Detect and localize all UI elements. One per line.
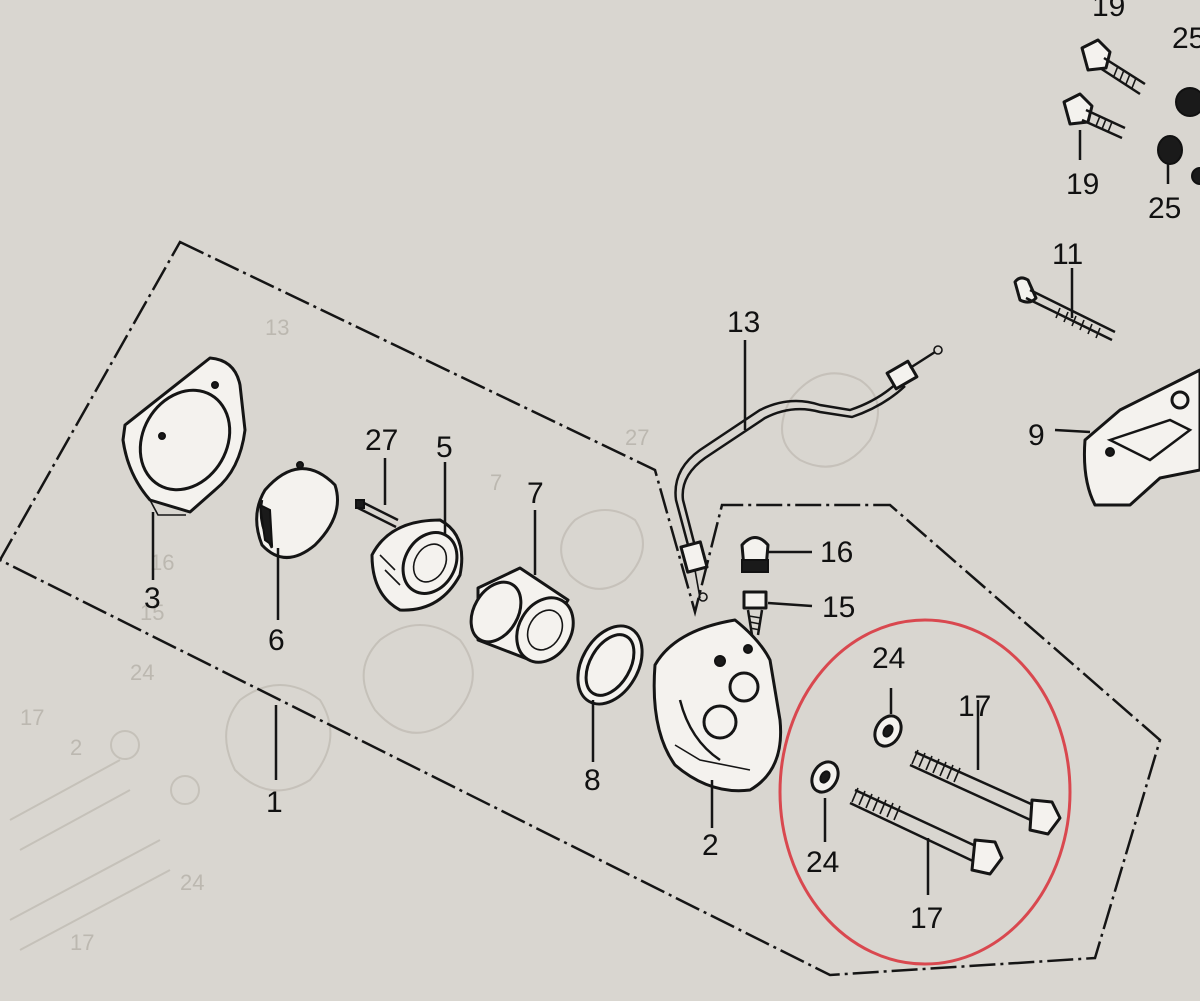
label-17-lower: 17: [910, 902, 943, 935]
part-6-pad: [255, 461, 339, 559]
part-17-bolt-upper: [909, 700, 1062, 836]
part-25-nuts: [1157, 87, 1200, 185]
part-5-boot: [370, 518, 464, 612]
label-9: 9: [1028, 419, 1045, 452]
part-17-bolt-lower: [849, 787, 1004, 895]
part-11-bolt: [1013, 268, 1116, 342]
label-27: 27: [365, 424, 398, 457]
label-8: 8: [584, 764, 601, 797]
svg-text:13: 13: [265, 315, 289, 340]
bleed-through: 13 7 27 16 15 24 17 2 24 17: [9, 315, 879, 955]
part-24-washer-upper: [873, 688, 903, 748]
part-27-pin: [355, 498, 399, 529]
part-2-caliper-body: [652, 618, 783, 793]
svg-text:24: 24: [180, 870, 204, 895]
part-labels: 1 2 3 5 6 7 8 9 11 13 15 16 17 17 19 19 …: [144, 0, 1200, 935]
part-8-seal-ring: [576, 624, 644, 706]
highlight-circle: [778, 618, 1072, 966]
part-9-bracket: [1054, 368, 1200, 507]
leader-lines: [151, 340, 747, 828]
svg-text:15: 15: [140, 600, 164, 625]
label-19-middle: 19: [1066, 168, 1099, 201]
label-24-lower: 24: [806, 846, 839, 879]
part-3-bracket: [121, 356, 247, 516]
label-2: 2: [702, 829, 719, 862]
label-11: 11: [1052, 238, 1083, 271]
label-16: 16: [820, 536, 853, 569]
svg-text:17: 17: [70, 930, 94, 955]
part-16-bleeder-cap: [740, 536, 812, 573]
part-24-washer-lower: [810, 760, 840, 842]
part-15-bleeder-screw: [742, 590, 813, 636]
svg-text:7: 7: [490, 470, 502, 495]
part-19-bolt-middle: [1062, 92, 1126, 160]
label-25-top: 25: [1172, 22, 1200, 55]
assembly-frame: [0, 240, 1162, 977]
label-6: 6: [268, 624, 285, 657]
part-7-piston: [469, 566, 575, 664]
label-13: 13: [727, 306, 760, 339]
label-5: 5: [436, 431, 453, 464]
label-19-top: 19: [1092, 0, 1125, 23]
label-7: 7: [527, 477, 544, 510]
svg-text:17: 17: [20, 705, 44, 730]
svg-text:27: 27: [625, 425, 649, 450]
svg-text:2: 2: [70, 735, 82, 760]
part-19-bolt-top: [1080, 38, 1146, 96]
label-3: 3: [144, 582, 161, 615]
label-1: 1: [266, 786, 283, 819]
label-17-upper: 17: [958, 690, 991, 723]
part-13-brake-pipe: [674, 345, 943, 602]
label-24-upper: 24: [872, 642, 905, 675]
svg-text:24: 24: [130, 660, 154, 685]
label-15: 15: [822, 591, 855, 624]
label-25-bottom: 25: [1148, 192, 1181, 225]
